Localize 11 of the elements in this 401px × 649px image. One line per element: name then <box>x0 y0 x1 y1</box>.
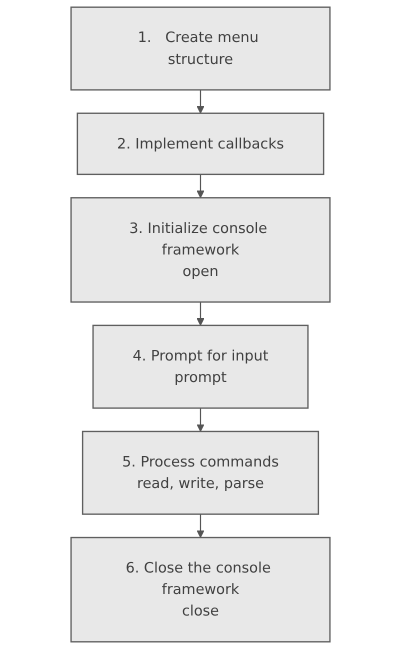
arrow <box>196 302 204 326</box>
arrow <box>196 90 204 114</box>
arrow <box>196 408 204 432</box>
arrow <box>196 514 204 538</box>
node-box: 6. Close the console framework close <box>70 536 331 642</box>
node-box: 4. Prompt for input prompt <box>92 324 309 409</box>
arrow <box>196 174 204 198</box>
node-box: 2. Implement callbacks <box>76 112 324 176</box>
node-box: 3. Initialize console framework open <box>70 197 331 303</box>
node-box: 1. Create menu structure <box>70 6 331 91</box>
node-box: 5. Process commands read, write, parse <box>82 430 320 515</box>
